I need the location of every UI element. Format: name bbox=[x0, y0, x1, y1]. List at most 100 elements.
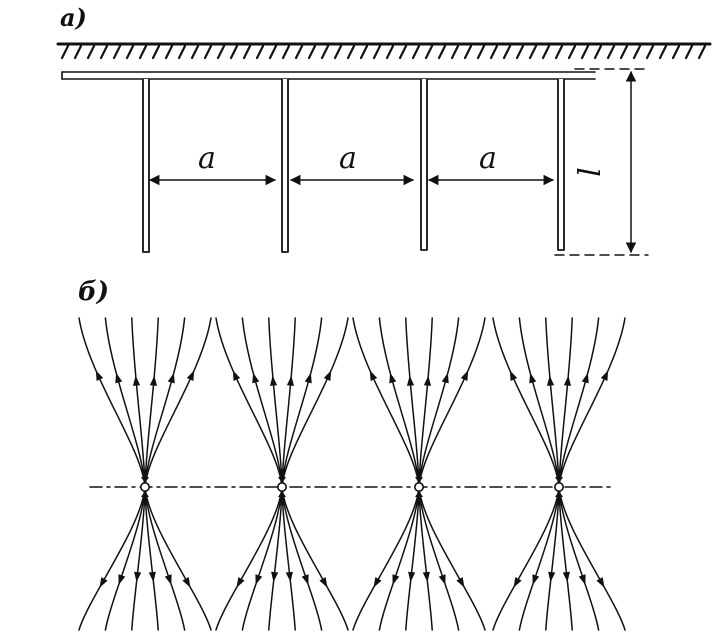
hatch-mark bbox=[528, 44, 538, 60]
field-line bbox=[104, 317, 146, 488]
hatch-mark bbox=[294, 44, 304, 60]
hatch-mark bbox=[606, 44, 616, 60]
field-line bbox=[418, 317, 433, 488]
field-line bbox=[281, 317, 349, 488]
field-line bbox=[144, 317, 159, 488]
spacing-label-2: a bbox=[339, 141, 357, 176]
hatch-mark bbox=[463, 44, 473, 60]
hatch-mark bbox=[73, 44, 83, 60]
hatch-mark bbox=[60, 44, 70, 60]
field-line bbox=[144, 486, 186, 631]
hatch-mark bbox=[281, 44, 291, 60]
field-line bbox=[281, 486, 296, 631]
field-arrowhead bbox=[532, 574, 540, 585]
panel-b-current-field: б) bbox=[78, 277, 626, 631]
field-line bbox=[144, 317, 212, 488]
hatch-mark bbox=[255, 44, 265, 60]
field-line bbox=[558, 486, 573, 631]
field-arrowhead bbox=[132, 375, 141, 386]
source-marker-bottom bbox=[555, 491, 563, 497]
field-line bbox=[558, 486, 626, 631]
field-line-group bbox=[492, 317, 626, 631]
hatch-mark bbox=[476, 44, 486, 60]
electrode-rod-outline bbox=[557, 79, 565, 251]
field-line bbox=[352, 486, 420, 631]
field-line bbox=[215, 486, 283, 631]
hatch-mark bbox=[346, 44, 356, 60]
field-arrowhead bbox=[252, 372, 260, 384]
field-arrowhead bbox=[406, 375, 415, 386]
field-line bbox=[144, 486, 159, 631]
electrode-rod bbox=[420, 79, 428, 251]
field-arrowhead bbox=[562, 571, 570, 583]
source-marker-top bbox=[415, 477, 423, 483]
panel-b-label: б) bbox=[78, 277, 109, 307]
field-line bbox=[352, 317, 420, 488]
hatch-mark bbox=[268, 44, 278, 60]
hatch-mark bbox=[697, 44, 707, 60]
field-line bbox=[558, 486, 600, 631]
field-arrowhead bbox=[460, 370, 469, 381]
field-arrowhead bbox=[118, 574, 126, 585]
hatch-mark bbox=[580, 44, 590, 60]
field-line bbox=[378, 317, 420, 488]
electrode-source-point bbox=[413, 481, 424, 492]
field-line bbox=[518, 317, 560, 488]
field-arrowhead bbox=[563, 375, 572, 386]
field-arrowhead bbox=[167, 372, 175, 384]
field-line bbox=[268, 486, 283, 631]
hatch-mark bbox=[385, 44, 395, 60]
hatch-mark bbox=[112, 44, 122, 60]
field-line bbox=[378, 486, 420, 631]
field-arrowhead bbox=[456, 577, 465, 588]
hatch-mark bbox=[684, 44, 694, 60]
field-arrowhead bbox=[95, 370, 104, 381]
field-line bbox=[418, 317, 460, 488]
electrode-rod-outline bbox=[281, 79, 289, 253]
field-arrowhead bbox=[285, 571, 293, 583]
hatch-mark bbox=[190, 44, 200, 60]
field-line bbox=[281, 486, 349, 631]
field-arrowhead bbox=[600, 370, 609, 381]
field-arrowhead bbox=[546, 375, 555, 386]
field-line bbox=[558, 317, 573, 488]
field-line-group bbox=[352, 317, 486, 631]
source-marker-top bbox=[555, 477, 563, 483]
source-marker-top bbox=[278, 477, 286, 483]
hatch-mark bbox=[515, 44, 525, 60]
field-line bbox=[518, 486, 560, 631]
hatch-mark bbox=[151, 44, 161, 60]
field-arrowhead bbox=[441, 372, 449, 384]
hatch-mark bbox=[437, 44, 447, 60]
field-line bbox=[492, 317, 560, 488]
hatch-mark bbox=[86, 44, 96, 60]
field-arrowhead bbox=[408, 571, 416, 583]
hatch-mark bbox=[554, 44, 564, 60]
field-arrowhead bbox=[319, 577, 328, 588]
source-marker-bottom bbox=[415, 491, 423, 497]
field-line bbox=[405, 317, 420, 488]
electrode-rod bbox=[281, 79, 289, 253]
field-line bbox=[545, 486, 560, 631]
hatch-mark bbox=[632, 44, 642, 60]
field-arrowhead bbox=[186, 370, 195, 381]
field-arrowhead bbox=[148, 571, 156, 583]
field-arrowhead bbox=[548, 571, 556, 583]
hatch-mark bbox=[177, 44, 187, 60]
field-arrowhead bbox=[578, 574, 586, 585]
field-arrowhead bbox=[369, 370, 378, 381]
field-line bbox=[144, 486, 212, 631]
field-line bbox=[281, 317, 323, 488]
hatch-mark bbox=[125, 44, 135, 60]
hatch-mark bbox=[398, 44, 408, 60]
field-line bbox=[215, 317, 283, 488]
hatch-mark bbox=[372, 44, 382, 60]
hatch-mark bbox=[99, 44, 109, 60]
field-line bbox=[492, 486, 560, 631]
field-arrowhead bbox=[301, 574, 309, 585]
field-arrowhead bbox=[581, 372, 589, 384]
source-marker-bottom bbox=[278, 491, 286, 497]
field-line bbox=[418, 486, 433, 631]
field-arrowhead bbox=[423, 375, 432, 386]
